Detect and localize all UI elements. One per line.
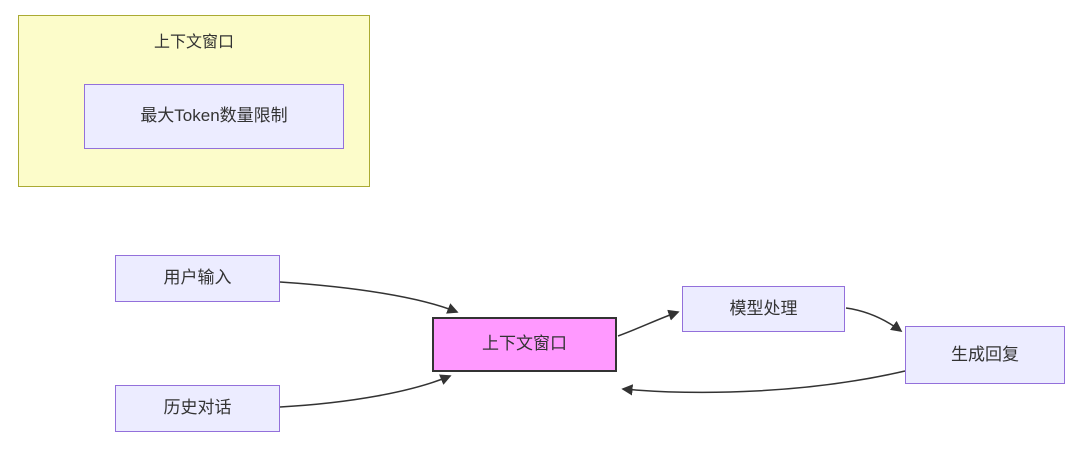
edge-context-to-model xyxy=(617,309,680,337)
node-model-process: 模型处理 xyxy=(682,286,845,332)
subgraph-title: 上下文窗口 xyxy=(153,34,234,51)
node-label: 最大Token数量限制 xyxy=(140,106,288,126)
edge-history-to-context xyxy=(279,374,452,408)
node-max-token-limit: 最大Token数量限制 xyxy=(84,84,344,149)
edge-reply-to-context xyxy=(621,370,906,396)
node-context-window: 上下文窗口 xyxy=(432,317,617,372)
node-label: 用户输入 xyxy=(163,268,232,288)
node-generate-reply: 生成回复 xyxy=(905,326,1065,384)
node-label: 模型处理 xyxy=(729,298,798,318)
edge-user-input-to-context xyxy=(279,281,459,314)
subgraph-context-window: 上下文窗口 最大Token数量限制 xyxy=(18,15,370,187)
node-label: 生成回复 xyxy=(951,344,1019,364)
node-user-input: 用户输入 xyxy=(115,255,280,302)
node-label: 历史对话 xyxy=(163,398,232,418)
edge-model-to-reply xyxy=(845,307,903,332)
node-history-dialog: 历史对话 xyxy=(115,385,280,432)
node-label: 上下文窗口 xyxy=(482,334,567,354)
